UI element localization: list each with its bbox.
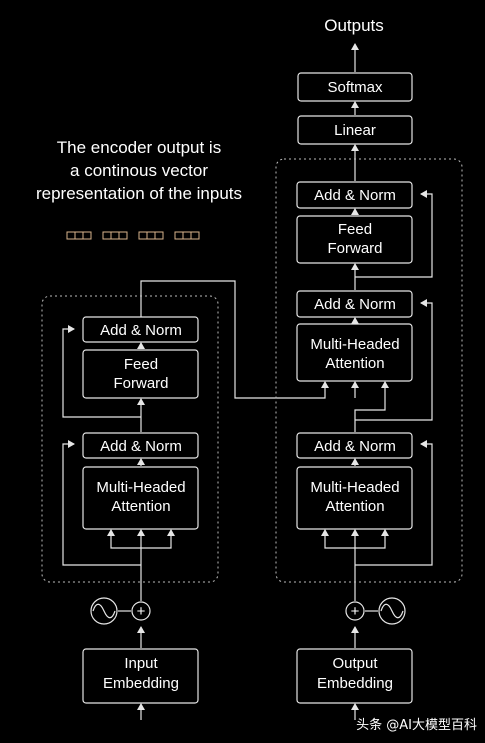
- vector-cell: [74, 231, 84, 240]
- vector-cell: [146, 231, 156, 240]
- encoder-multi-headed-attention: Multi-Headed Attention: [82, 466, 199, 530]
- vector-group: [138, 231, 164, 240]
- vector-cell: [182, 231, 192, 240]
- add-norm-label: Add & Norm: [314, 438, 396, 455]
- outputs-label: Outputs: [324, 16, 384, 35]
- decoder-add-norm-bottom: Add & Norm: [296, 432, 413, 459]
- vector-cell: [154, 231, 164, 240]
- forward-label: Forward: [113, 375, 168, 392]
- input-embedding-block: Input Embedding: [82, 648, 199, 704]
- mha-line-1: Multi-Headed: [310, 479, 399, 496]
- softmax-block: Softmax: [297, 72, 413, 102]
- linear-block: Linear: [297, 115, 413, 145]
- vector-group: [174, 231, 200, 240]
- encoder-positional-encoding: [90, 597, 118, 625]
- add-norm-label: Add & Norm: [100, 438, 182, 455]
- embedding-label: Embedding: [317, 675, 393, 692]
- plus-icon: +: [351, 603, 360, 620]
- vector-cell: [102, 231, 112, 240]
- decoder-add-norm-middle: Add & Norm: [296, 290, 413, 318]
- vector-cell: [66, 231, 76, 240]
- output-label: Output: [332, 655, 378, 672]
- encoded-vector-row: [66, 231, 200, 240]
- mha-line-2: Attention: [111, 498, 170, 515]
- add-norm-label: Add & Norm: [314, 296, 396, 313]
- decoder-stack-outline: [275, 158, 463, 583]
- encoder-add-norm-top: Add & Norm: [82, 316, 199, 343]
- vector-cell: [82, 231, 92, 240]
- mha-line-2: Attention: [325, 355, 384, 372]
- feed-label: Feed: [124, 356, 158, 373]
- encoder-add-circle: +: [131, 601, 151, 621]
- linear-label: Linear: [334, 122, 376, 139]
- annotation-line-3: representation of the inputs: [36, 184, 242, 203]
- vector-cell: [138, 231, 148, 240]
- encoder-output-annotation: The encoder output is a continous vector…: [36, 138, 242, 203]
- encoder-add-norm-bottom: Add & Norm: [82, 432, 199, 459]
- input-label: Input: [124, 655, 158, 672]
- watermark: 头条 @AI大模型百科: [356, 717, 477, 733]
- decoder-masked-attention: Multi-Headed Attention: [296, 466, 413, 530]
- vector-cell: [118, 231, 128, 240]
- mha-line-1: Multi-Headed: [96, 479, 185, 496]
- mha-line-1: Multi-Headed: [310, 336, 399, 353]
- vector-group: [102, 231, 128, 240]
- annotation-line-1: The encoder output is: [57, 138, 221, 157]
- sine-wave-icon: [92, 603, 116, 619]
- forward-label: Forward: [327, 240, 382, 257]
- decoder-feed-forward: Feed Forward: [296, 215, 413, 264]
- add-norm-label: Add & Norm: [100, 322, 182, 339]
- feed-label: Feed: [338, 221, 372, 238]
- decoder-add-circle: +: [345, 601, 365, 621]
- annotation-line-2: a continous vector: [70, 161, 208, 180]
- vector-cell: [110, 231, 120, 240]
- mha-line-2: Attention: [325, 498, 384, 515]
- plus-icon: +: [137, 603, 146, 620]
- decoder-add-norm-top: Add & Norm: [296, 181, 413, 209]
- vector-cell: [190, 231, 200, 240]
- connection-lines: [62, 43, 433, 720]
- vector-cell: [174, 231, 184, 240]
- add-norm-label: Add & Norm: [314, 187, 396, 204]
- embedding-label: Embedding: [103, 675, 179, 692]
- decoder-positional-encoding: [378, 597, 406, 625]
- sine-wave-icon: [380, 603, 404, 619]
- decoder-cross-attention: Multi-Headed Attention: [296, 323, 413, 382]
- output-embedding-block: Output Embedding: [296, 648, 413, 704]
- encoder-stack-outline: [41, 295, 219, 583]
- vector-group: [66, 231, 92, 240]
- softmax-label: Softmax: [327, 79, 383, 96]
- encoder-feed-forward: Feed Forward: [82, 349, 199, 399]
